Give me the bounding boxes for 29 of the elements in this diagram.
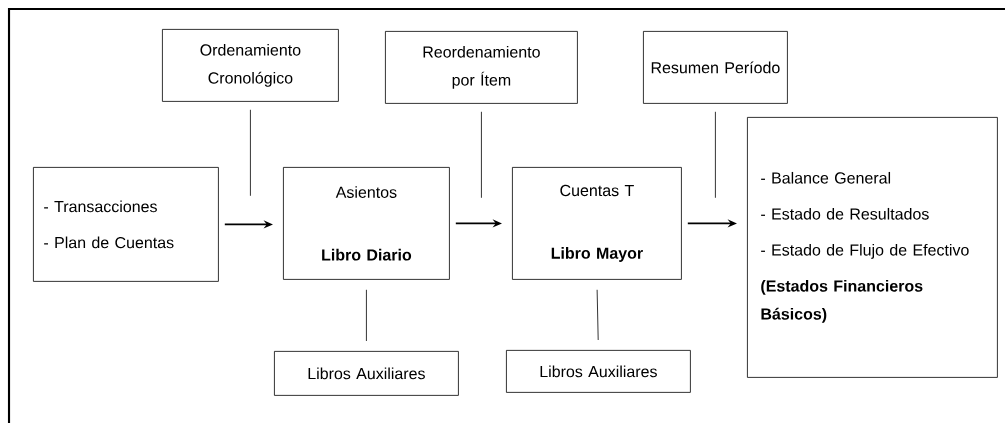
node-label: - Balance General	[761, 171, 891, 184]
node-label: Cuentas T	[560, 184, 634, 197]
connector-line	[596, 289, 599, 341]
node-label: - Estado de Flujo de Efectivo	[761, 243, 969, 259]
node-label: - Estado de Resultados	[761, 207, 929, 220]
node-label: (Estados Financieros Básicos)	[761, 279, 923, 323]
connector-line	[250, 109, 251, 197]
node-label: - Transacciones	[44, 200, 157, 213]
connector-line	[715, 111, 716, 199]
step-box	[643, 31, 788, 104]
node-label: - Plan de Cuentas	[44, 236, 174, 249]
process-box	[283, 167, 450, 280]
process-box	[512, 167, 682, 280]
node-label: Reordenamiento por Ítem	[423, 45, 540, 89]
node-label: Libros Auxiliares	[308, 367, 425, 380]
step-box	[385, 31, 578, 104]
node-label: Asientos	[335, 186, 397, 198]
connector-line	[366, 289, 367, 342]
step-box	[162, 29, 339, 102]
node-label: Ordenamiento Cronológico	[200, 43, 301, 87]
input-box	[33, 167, 219, 282]
output-box	[747, 117, 998, 378]
connector-line	[481, 111, 482, 199]
node-label: Libro Diario	[322, 248, 412, 261]
book-box	[274, 351, 459, 396]
node-label: Libros Auxiliares	[540, 365, 657, 378]
book-box	[506, 350, 691, 393]
node-label: Libro Mayor	[551, 247, 643, 262]
node-label: Resumen Período	[651, 61, 780, 74]
